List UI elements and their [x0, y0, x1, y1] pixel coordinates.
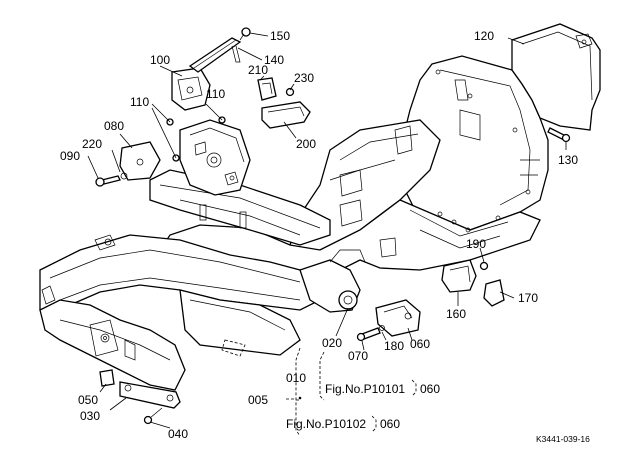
- part-label-130: 130: [558, 153, 578, 167]
- part-label-080: 080: [104, 119, 124, 133]
- fig-ref-p10102: Fig.No.P10102: [286, 417, 366, 431]
- part-label-190: 190: [466, 237, 486, 251]
- part-label-010: 010: [286, 371, 306, 385]
- part-label-030: 030: [80, 409, 100, 423]
- part-label-050: 050: [78, 393, 98, 407]
- part-label-070: 070: [348, 349, 368, 363]
- part-label-180: 180: [384, 339, 404, 353]
- figure-references: Fig.No.P10101 060 Fig.No.P10102 060: [286, 382, 440, 431]
- frame-assembly: [39, 23, 601, 425]
- part-label-110-left: 110: [130, 95, 149, 109]
- part-label-140: 140: [264, 53, 284, 67]
- part-label-060: 060: [410, 337, 430, 351]
- fig-ref-p10102-part: 060: [380, 417, 400, 431]
- part-label-110-right: 110: [206, 87, 225, 101]
- drawing-code: K3441-039-16: [536, 434, 590, 444]
- part-label-120: 120: [474, 29, 494, 43]
- fig-ref-p10101: Fig.No.P10101: [325, 382, 405, 396]
- part-label-170: 170: [518, 291, 538, 305]
- part-label-160: 160: [446, 307, 466, 321]
- part-label-005: 005: [248, 393, 268, 407]
- part-label-220: 220: [82, 137, 102, 151]
- part-label-040: 040: [168, 427, 188, 441]
- part-label-090: 090: [60, 149, 80, 163]
- part-label-020: 020: [322, 336, 342, 350]
- part-label-210: 210: [248, 63, 268, 77]
- part-label-150: 150: [270, 29, 290, 43]
- part-label-200: 200: [296, 137, 316, 151]
- part-label-230: 230: [294, 71, 314, 85]
- part-labels: 150 140 100 210 230 120 110 110 080 220 …: [60, 29, 578, 441]
- part-label-100: 100: [150, 53, 170, 67]
- fig-ref-p10101-part: 060: [420, 382, 440, 396]
- leader-lines: [87, 32, 567, 437]
